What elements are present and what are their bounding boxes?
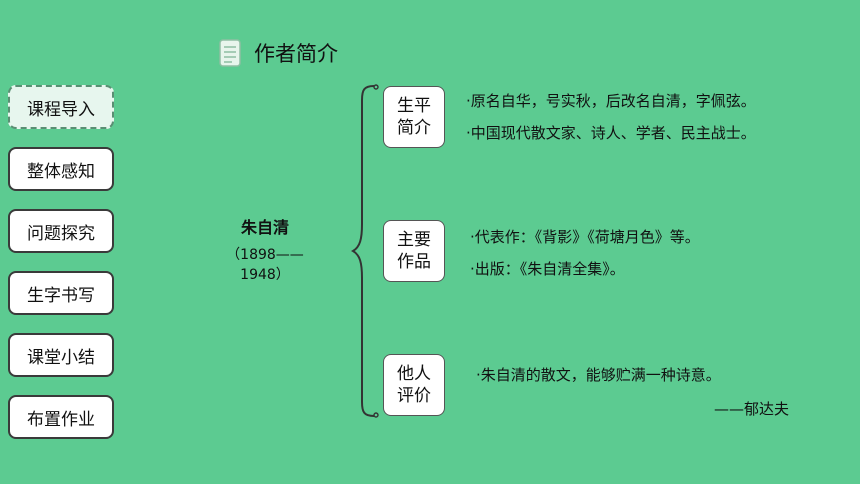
bio-line-2: ·中国现代散文家、诗人、学者、民主战士。 — [466, 124, 756, 142]
bio-line-1: ·原名自华，号实秋，后改名自清，字佩弦。 — [466, 92, 756, 110]
nav-button-intro[interactable]: 课程导入 — [8, 85, 114, 129]
category-evaluation: 他人 评价 — [383, 354, 445, 416]
nav-button-homework[interactable]: 布置作业 — [8, 395, 114, 439]
category-label: 生平 — [397, 96, 431, 116]
category-works: 主要 作品 — [383, 220, 445, 282]
nav-button-overview[interactable]: 整体感知 — [8, 147, 114, 191]
category-label: 作品 — [397, 252, 431, 272]
section-title: 作者简介 — [218, 38, 338, 68]
nav-button-writing[interactable]: 生字书写 — [8, 271, 114, 315]
category-label: 主要 — [397, 230, 431, 250]
category-label: 评价 — [397, 386, 431, 406]
category-biography: 生平 简介 — [383, 86, 445, 148]
category-label: 简介 — [397, 118, 431, 138]
works-line-2: ·出版：《朱自清全集》。 — [470, 260, 625, 278]
nav-button-summary[interactable]: 课堂小结 — [8, 333, 114, 377]
author-years: （1898——1948） — [226, 247, 304, 283]
evaluation-attribution: ——郁达夫 — [714, 400, 790, 418]
evaluation-quote: ·朱自清的散文，能够贮满一种诗意。 — [476, 366, 721, 384]
category-label: 他人 — [397, 364, 431, 384]
curly-brace — [350, 84, 379, 418]
page-title: 作者简介 — [254, 42, 338, 66]
nav-button-explore[interactable]: 问题探究 — [8, 209, 114, 253]
works-line-1: ·代表作：《背影》《荷塘月色》等。 — [470, 228, 700, 246]
author-name: 朱自清 — [240, 218, 289, 237]
scroll-icon — [219, 39, 241, 67]
